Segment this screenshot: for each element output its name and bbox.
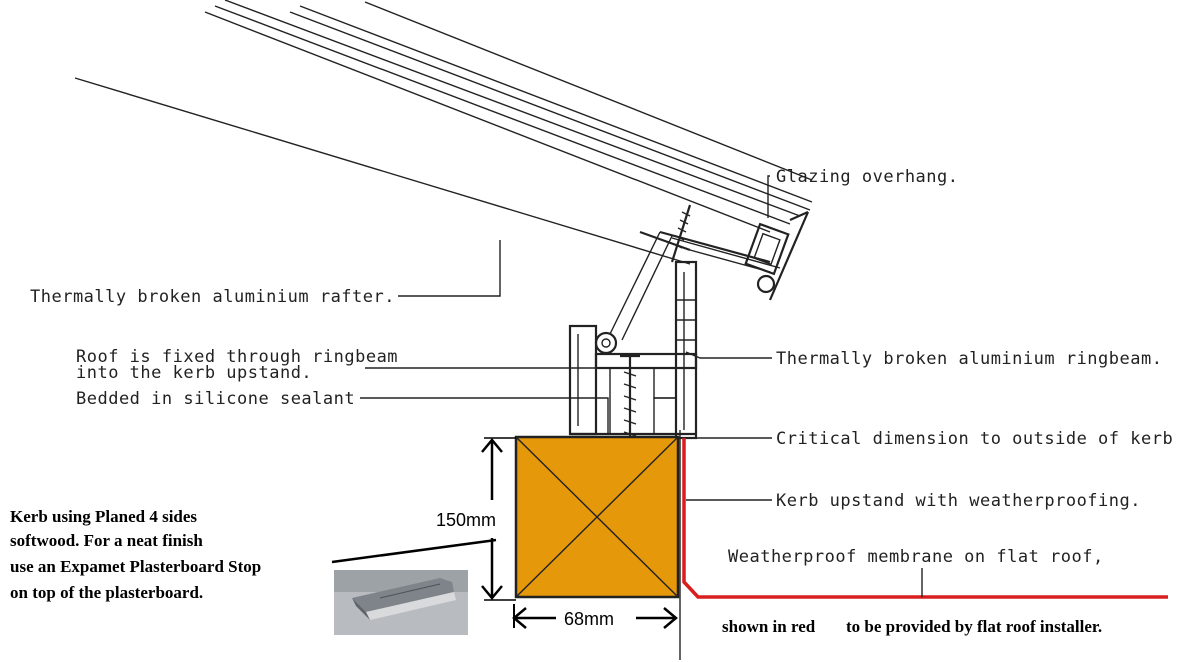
label-installer: to be provided by flat roof installer. bbox=[846, 617, 1102, 636]
label-shown-in-red: shown in red bbox=[722, 617, 816, 636]
height-dimension-label: 150mm bbox=[436, 510, 496, 530]
kerb-note-line-1: Kerb using Planed 4 sides bbox=[10, 507, 197, 526]
label-bedded: Bedded in silicone sealant bbox=[76, 389, 355, 409]
leader-lines bbox=[331, 175, 923, 597]
kerb-note-line-3: use an Expamet Plasterboard Stop bbox=[10, 557, 261, 576]
label-critical-dimension: Critical dimension to outside of kerb bbox=[776, 429, 1173, 449]
label-roof-fixed-1: Roof is fixed through ringbeam bbox=[76, 347, 398, 367]
width-dimension-label: 68mm bbox=[564, 609, 614, 629]
glazing-panel-lines bbox=[204, 0, 813, 233]
kerb-note-line-2: softwood. For a neat finish bbox=[10, 531, 203, 550]
label-membrane: Weatherproof membrane on flat roof, bbox=[728, 547, 1104, 567]
height-dimension: 150mm bbox=[436, 437, 516, 601]
weatherproof-membrane bbox=[682, 438, 1168, 599]
label-roof-fixed-2: into the kerb upstand. bbox=[76, 363, 312, 383]
label-rafter: Thermally broken aluminium rafter. bbox=[30, 287, 395, 307]
ringbeam-profile bbox=[568, 260, 698, 488]
timber-kerb bbox=[514, 435, 680, 599]
plasterboard-stop-image bbox=[334, 570, 468, 635]
label-kerb-upstand: Kerb upstand with weatherproofing. bbox=[776, 491, 1141, 511]
rafter-profile bbox=[74, 77, 810, 355]
label-ringbeam: Thermally broken aluminium ringbeam. bbox=[776, 349, 1162, 369]
label-glazing-overhang: Glazing overhang. bbox=[776, 167, 959, 187]
kerb-note-line-4: on top of the plasterboard. bbox=[10, 583, 203, 602]
width-dimension: 68mm bbox=[512, 604, 678, 629]
